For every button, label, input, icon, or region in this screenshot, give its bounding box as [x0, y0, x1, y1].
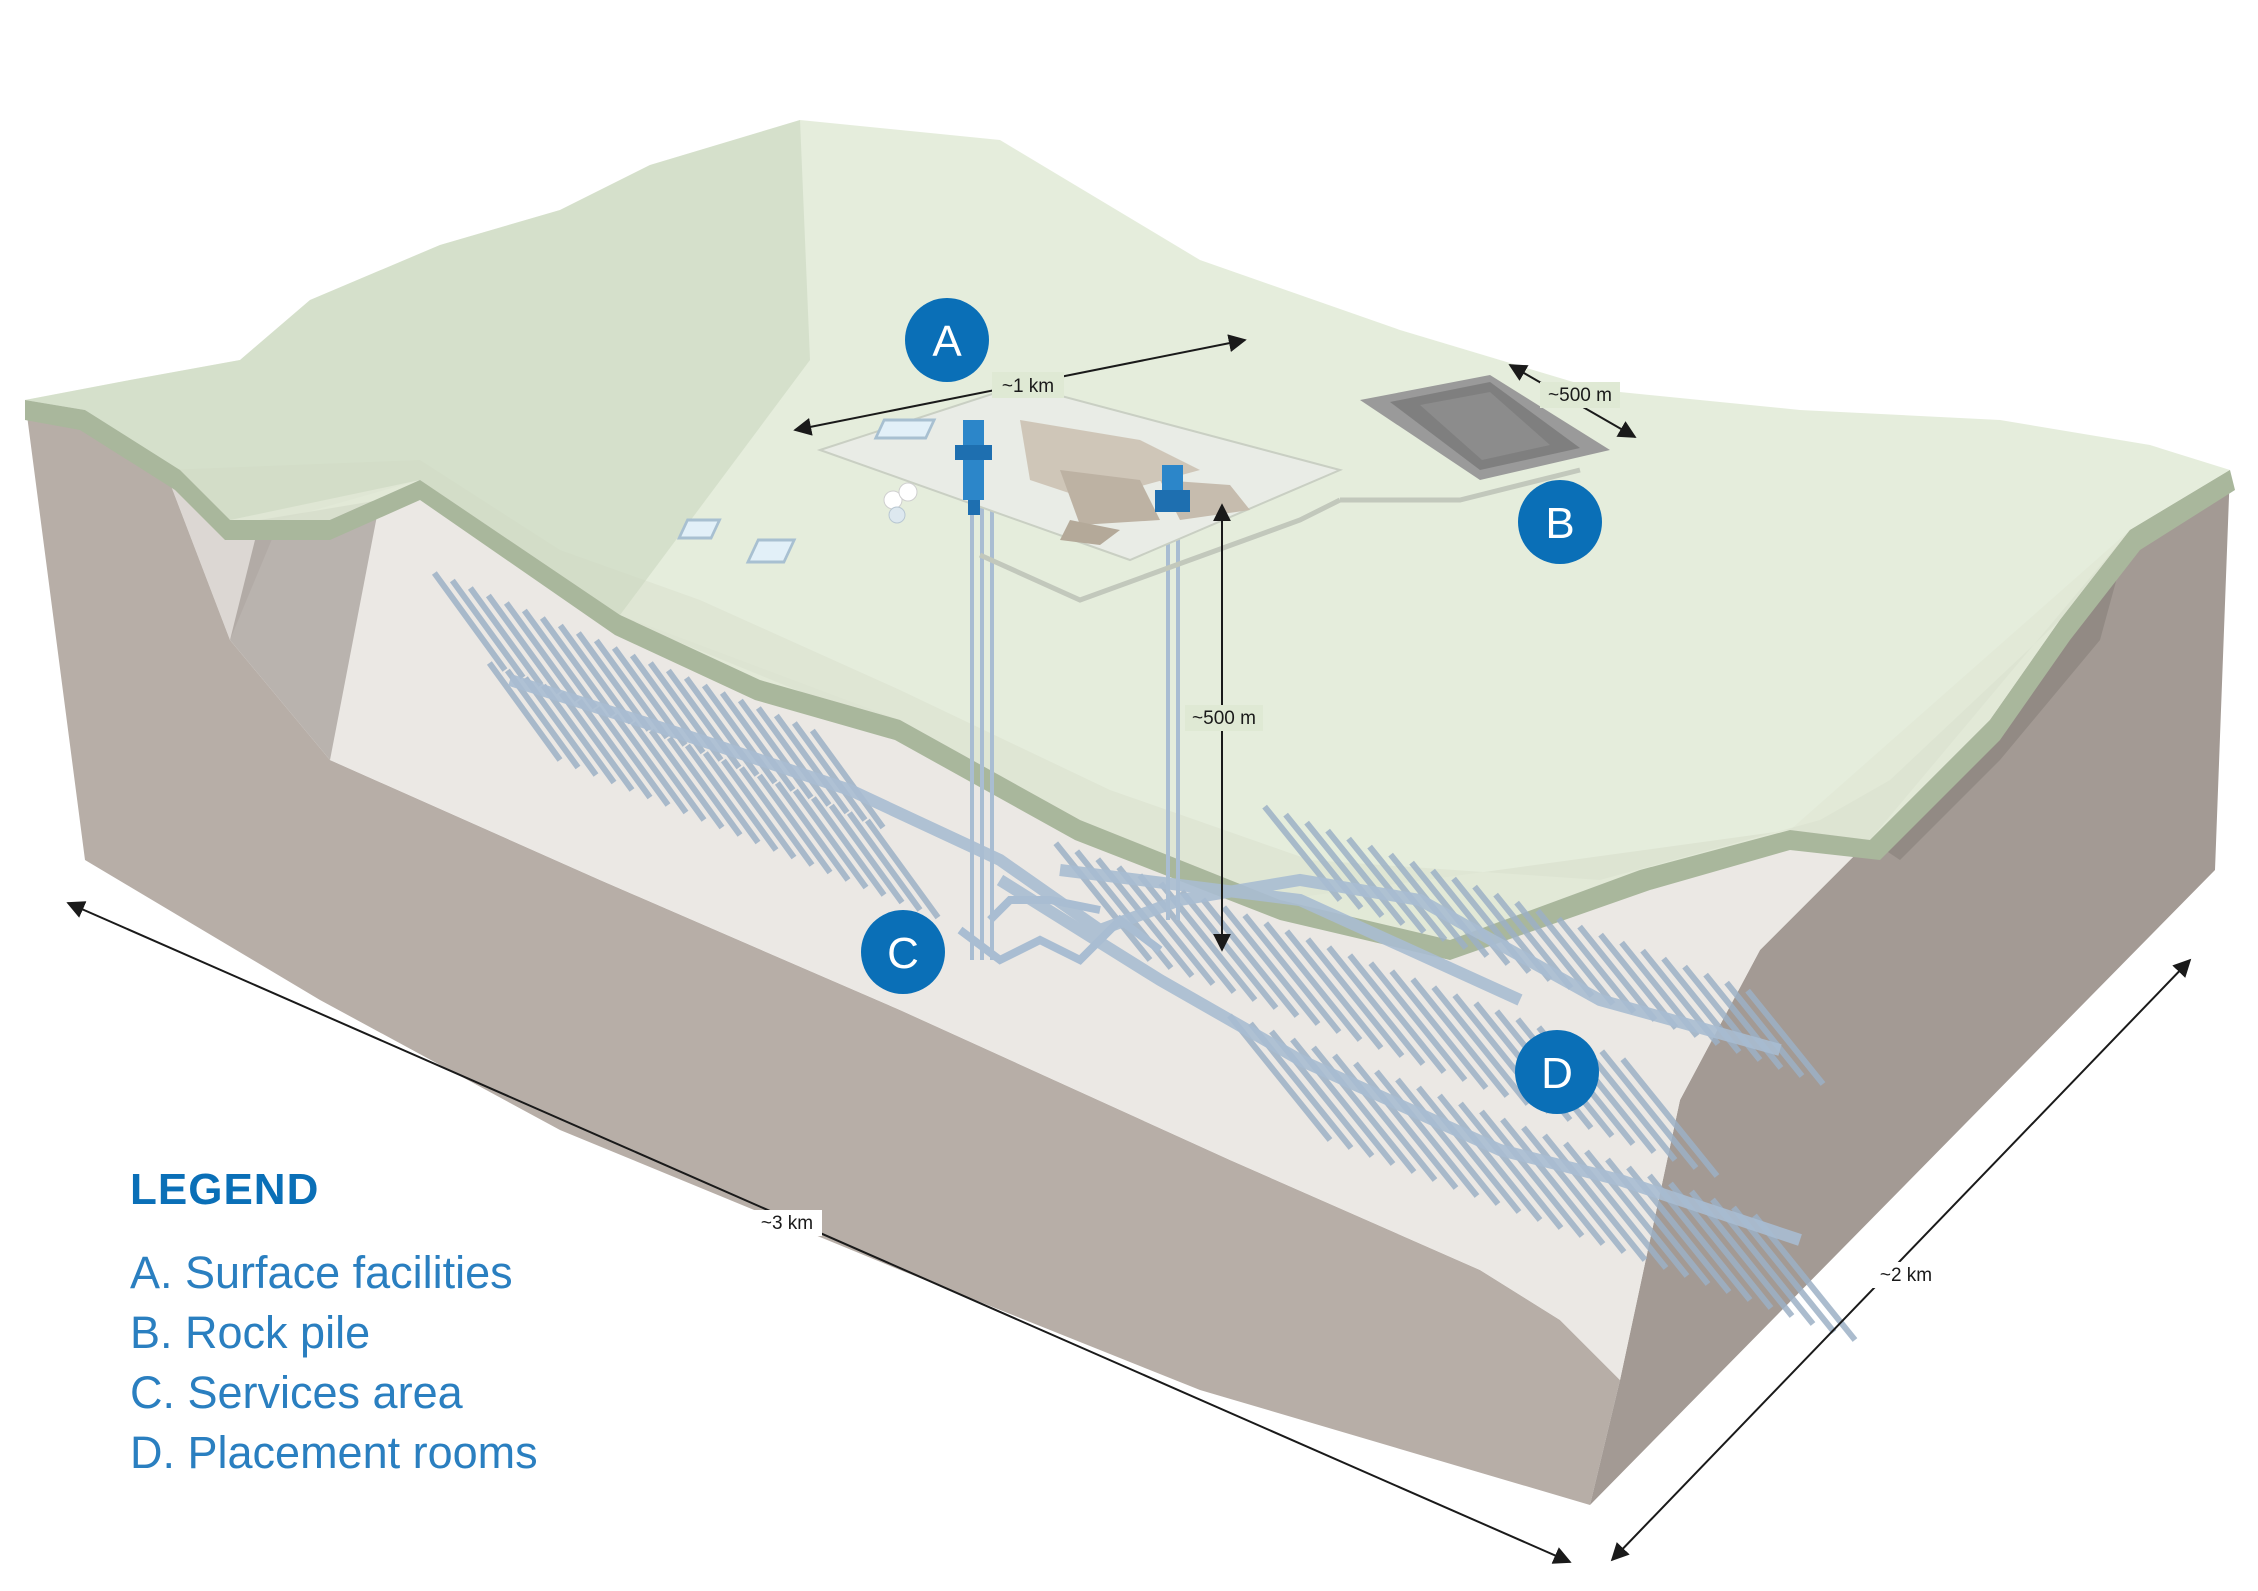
legend-item-a: A. Surface facilities: [130, 1247, 513, 1298]
inner-wall-shadow: [230, 500, 380, 760]
marker-d: D: [1515, 1030, 1599, 1114]
length-label: ~3 km: [761, 1213, 813, 1234]
marker-c: C: [861, 910, 945, 994]
svg-text:C: C: [887, 929, 919, 978]
svg-text:B: B: [1545, 499, 1574, 548]
depth-label: ~500 m: [1192, 708, 1256, 729]
shafts: [970, 490, 1180, 960]
rockpile-width-label: ~500 m: [1548, 385, 1612, 406]
width-label: ~2 km: [1880, 1265, 1932, 1286]
svg-text:A: A: [932, 317, 962, 366]
legend-item-d: D. Placement rooms: [130, 1427, 538, 1478]
marker-a: A: [905, 298, 989, 382]
legend: LEGEND A. Surface facilities B. Rock pil…: [130, 1165, 538, 1483]
width-arrow: [1610, 958, 2192, 1562]
surface-edge: [25, 400, 2235, 960]
legend-title: LEGEND: [130, 1165, 320, 1214]
rock-pile: [1360, 375, 1610, 480]
legend-item-b: B. Rock pile: [130, 1307, 371, 1358]
dimension-labels: ~1 km ~500 m ~500 m ~3 km ~2 km: [752, 372, 1942, 1288]
surface-back-plane: [25, 120, 810, 615]
facility-width-label: ~1 km: [1002, 376, 1054, 397]
marker-b: B: [1518, 480, 1602, 564]
legend-item-c: C. Services area: [130, 1367, 463, 1418]
svg-text:D: D: [1541, 1049, 1573, 1098]
